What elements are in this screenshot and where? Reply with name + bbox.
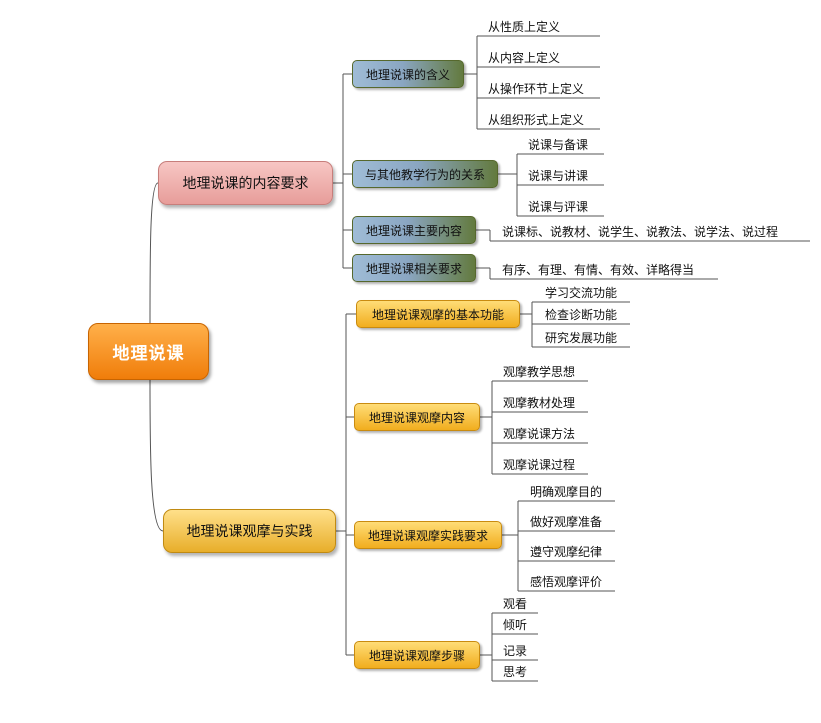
root-branch-link (149, 379, 164, 532)
leaf-item[interactable]: 从操作环节上定义 (488, 82, 585, 96)
leaf-item[interactable]: 记录 (503, 644, 528, 658)
leaf-item[interactable]: 从组织形式上定义 (488, 113, 585, 127)
leaf-item[interactable]: 说课与讲课 (528, 169, 589, 183)
branch-content-requirements[interactable]: 地理说课的内容要求 (158, 161, 333, 205)
leaf-item[interactable]: 观摩教材处理 (503, 396, 576, 410)
sub-related-requirements[interactable]: 地理说课相关要求 (352, 254, 476, 282)
sub-practice-requirements[interactable]: 地理说课观摩实践要求 (354, 521, 502, 549)
sub-basic-functions[interactable]: 地理说课观摩的基本功能 (356, 300, 520, 328)
leaf-item[interactable]: 明确观摩目的 (530, 485, 603, 499)
leaf-item[interactable]: 观摩说课方法 (503, 427, 576, 441)
leaf-item[interactable]: 从内容上定义 (488, 51, 561, 65)
leaf-item[interactable]: 做好观摩准备 (530, 515, 603, 529)
leaf-item[interactable]: 说课标、说教材、说学生、说教法、说学法、说过程 (502, 225, 779, 239)
leaf-item[interactable]: 从性质上定义 (488, 20, 561, 34)
leaf-item[interactable]: 说课与备课 (528, 138, 589, 152)
leaf-item[interactable]: 学习交流功能 (545, 286, 618, 300)
sub-observation-content[interactable]: 地理说课观摩内容 (354, 403, 480, 431)
root-node[interactable]: 地理说课 (88, 323, 209, 380)
root-branch-link (149, 182, 159, 324)
branch-observation-practice[interactable]: 地理说课观摩与实践 (163, 509, 336, 553)
sub-meaning[interactable]: 地理说课的含义 (352, 60, 464, 88)
leaf-item[interactable]: 倾听 (503, 618, 528, 632)
sub-relations[interactable]: 与其他教学行为的关系 (352, 160, 498, 188)
leaf-item[interactable]: 遵守观摩纪律 (530, 545, 603, 559)
leaf-item[interactable]: 说课与评课 (528, 200, 589, 214)
leaf-item[interactable]: 思考 (503, 665, 528, 679)
sub-observation-steps[interactable]: 地理说课观摩步骤 (354, 641, 480, 669)
leaf-item[interactable]: 观看 (503, 597, 528, 611)
leaf-item[interactable]: 感悟观摩评价 (530, 575, 603, 589)
leaf-item[interactable]: 有序、有理、有情、有效、详略得当 (502, 263, 695, 277)
leaf-item[interactable]: 观摩教学思想 (503, 365, 576, 379)
leaf-item[interactable]: 检查诊断功能 (545, 308, 618, 322)
sub-main-content[interactable]: 地理说课主要内容 (352, 216, 476, 244)
leaf-item[interactable]: 研究发展功能 (545, 331, 618, 345)
leaf-item[interactable]: 观摩说课过程 (503, 458, 576, 472)
